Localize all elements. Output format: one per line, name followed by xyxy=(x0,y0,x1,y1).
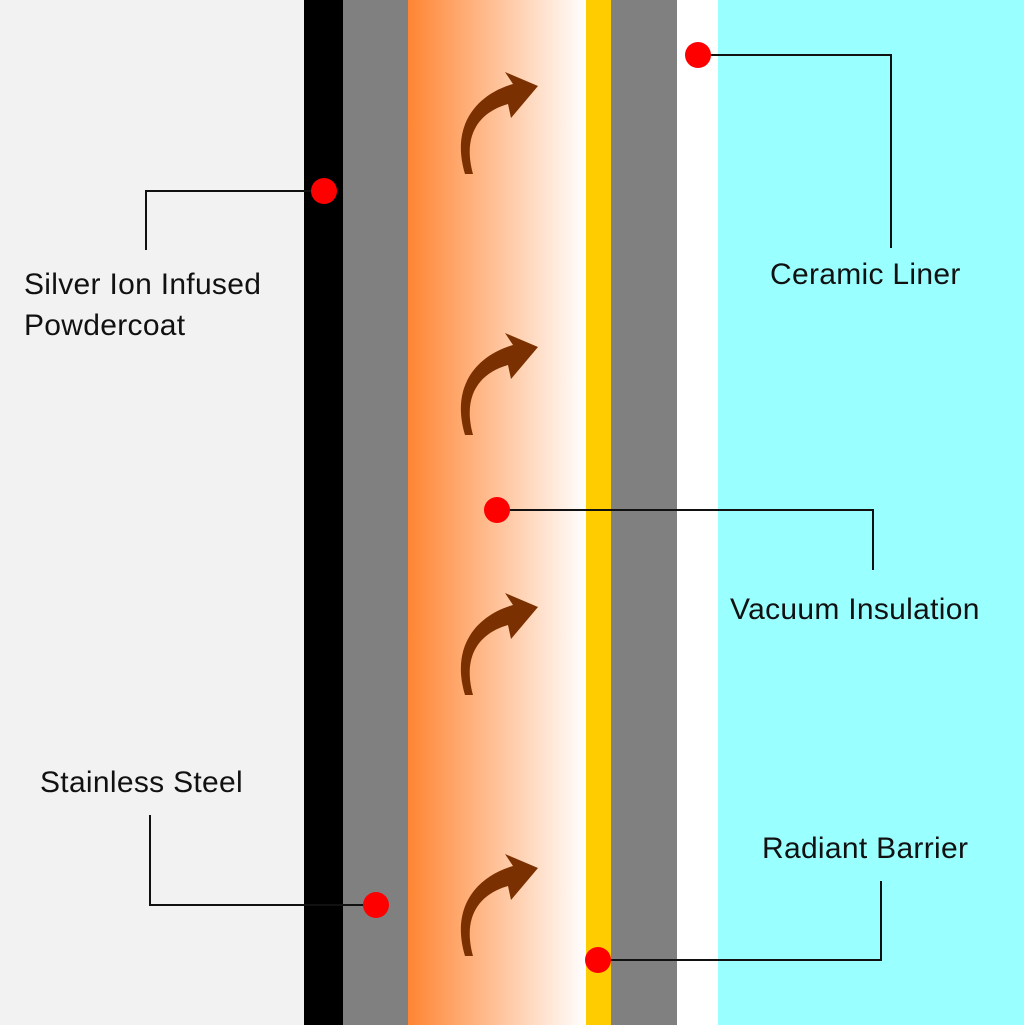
callout-dot-vacuum xyxy=(484,497,510,523)
heat-arrow-icon xyxy=(460,854,538,956)
label-vacuum-insulation: Vacuum Insulation xyxy=(730,593,980,626)
leader-line-steel xyxy=(149,815,376,906)
label-radiant-barrier: Radiant Barrier xyxy=(762,832,969,865)
powdercoat-layer xyxy=(304,0,343,1025)
leader-line-vacuum xyxy=(497,509,874,570)
callout-dot-ceramic xyxy=(685,42,711,68)
callout-dot-radiant xyxy=(585,947,611,973)
callout-dot-steel xyxy=(363,892,389,918)
air-gap-layer xyxy=(677,0,718,1025)
label-silver-ion-powdercoat: Silver Ion Infused Powdercoat xyxy=(24,268,262,342)
ceramic-liner-layer xyxy=(718,0,1024,1025)
label-ceramic-liner: Ceramic Liner xyxy=(770,258,961,291)
stainless-steel-outer-layer xyxy=(343,0,408,1025)
callout-dot-silver xyxy=(311,178,337,204)
heat-arrow-icon xyxy=(460,72,538,174)
heat-arrow-icon xyxy=(460,333,538,435)
background-left xyxy=(0,0,304,1025)
stainless-steel-inner-layer xyxy=(611,0,677,1025)
radiant-barrier-layer xyxy=(586,0,611,1025)
label-stainless-steel: Stainless Steel xyxy=(40,766,243,799)
leader-line-ceramic xyxy=(698,54,892,248)
leader-line-radiant xyxy=(598,881,882,961)
heat-arrow-icon xyxy=(460,593,538,695)
leader-line-silver xyxy=(145,190,324,250)
